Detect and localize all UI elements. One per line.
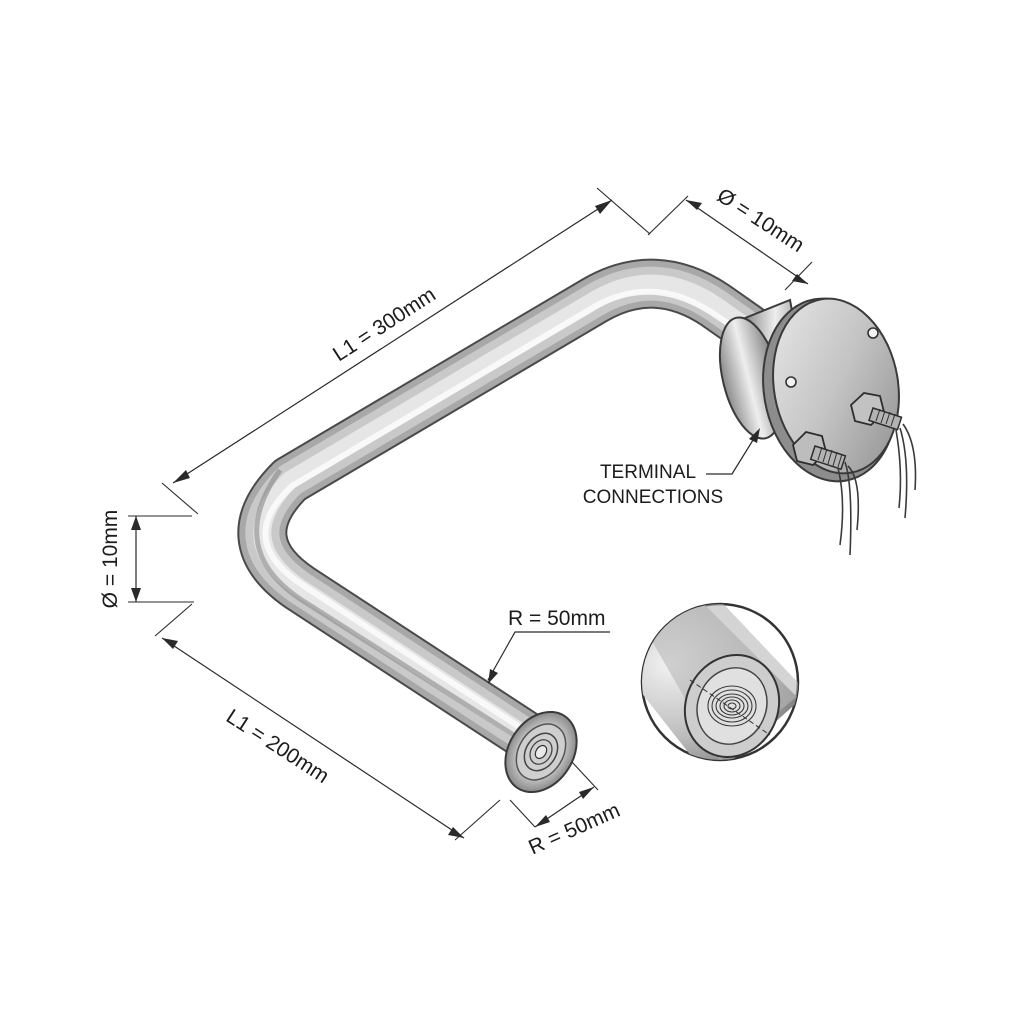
dimension-left-diameter: Ø = 10mm bbox=[99, 510, 194, 609]
tube-body bbox=[237, 258, 787, 769]
label-end-radius: R = 50mm bbox=[525, 799, 623, 860]
label-top-diameter: Ø = 10mm bbox=[713, 184, 808, 257]
label-terminal-line2: CONNECTIONS bbox=[583, 487, 723, 508]
tube-end-face bbox=[504, 710, 578, 794]
label-bottom-length: L1 = 200mm bbox=[222, 705, 333, 788]
label-terminal-line1: TERMINAL bbox=[600, 462, 696, 483]
terminal-studs bbox=[792, 392, 903, 471]
label-bend-radius: R = 50mm bbox=[508, 607, 605, 630]
dimension-bottom-length: L1 = 200mm bbox=[154, 603, 501, 841]
cross-section-detail bbox=[640, 602, 800, 762]
dimension-top-length: L1 = 300mm bbox=[161, 187, 651, 515]
label-top-length: L1 = 300mm bbox=[329, 283, 440, 366]
terminal-wires bbox=[837, 423, 917, 556]
terminal-flange bbox=[718, 297, 900, 483]
callout-terminal-connections: TERMINAL CONNECTIONS bbox=[583, 428, 760, 508]
label-left-diameter: Ø = 10mm bbox=[99, 510, 122, 609]
dimension-bend-radius: R = 50mm bbox=[487, 607, 610, 684]
